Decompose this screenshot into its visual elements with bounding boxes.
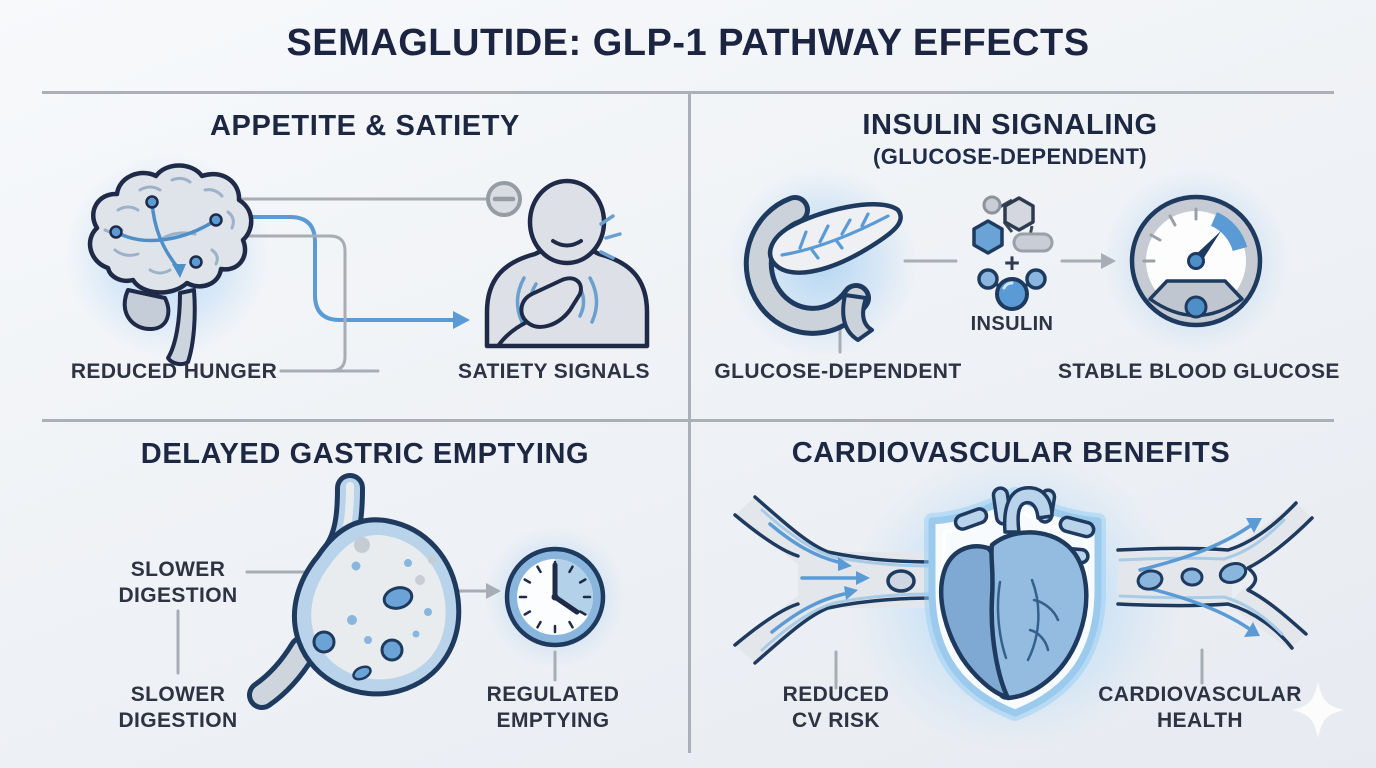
plus-sign: + — [1004, 248, 1020, 278]
cardio-connectors — [834, 648, 1204, 690]
label-glucose-dependent: GLUCOSE-DEPENDENT — [714, 360, 962, 383]
shield-heart-icon — [924, 486, 1106, 721]
label-stable-blood-glucose: STABLE BLOOD GLUCOSE — [1058, 360, 1340, 383]
insulin-molecule-icon — [977, 268, 1047, 311]
label-reduced-hunger: REDUCED HUNGER — [70, 360, 278, 383]
stomach-icon — [247, 473, 462, 710]
heading-insulin: INSULIN SIGNALING — [862, 109, 1158, 141]
insulin-connectors — [838, 253, 1116, 354]
label-insulin: INSULIN — [970, 313, 1054, 335]
pancreas-icon — [743, 195, 903, 342]
heading-cardio: CARDIOVASCULAR BENEFITS — [791, 437, 1231, 469]
glucose-molecule-icon — [972, 195, 1054, 255]
label-reduced-cv-risk: REDUCED CV RISK — [782, 683, 890, 732]
artery-narrowed-icon — [733, 495, 937, 665]
page-title: SEMAGLUTIDE: GLP-1 PATHWAY EFFECTS — [286, 22, 1090, 64]
vertical-divider — [688, 91, 691, 753]
sparkle-watermark-icon — [1292, 682, 1344, 738]
blood-glucose-gauge-icon — [1129, 194, 1263, 328]
label-satiety-signals: SATIETY SIGNALS — [458, 360, 650, 383]
label-regulated-emptying: REGULATED EMPTYING — [486, 683, 620, 732]
heading-gastric: DELAYED GASTRIC EMPTYING — [140, 438, 590, 470]
clock-icon — [504, 546, 606, 648]
subheading-insulin: (GLUCOSE-DEPENDENT) — [872, 144, 1148, 169]
artery-healthy-icon — [1116, 501, 1314, 650]
label-slower-digestion-bottom: SLOWER DIGESTION — [118, 683, 238, 732]
middle-divider — [42, 419, 1334, 422]
label-cardiovascular-health: CARDIOVASCULAR HEALTH — [1098, 683, 1302, 732]
heading-appetite: APPETITE & SATIETY — [210, 110, 520, 142]
label-slower-digestion-top: SLOWER DIGESTION — [118, 558, 238, 607]
person-satiety-icon — [484, 178, 650, 349]
inhibition-minus-icon — [486, 181, 522, 217]
brain-icon — [87, 163, 254, 367]
